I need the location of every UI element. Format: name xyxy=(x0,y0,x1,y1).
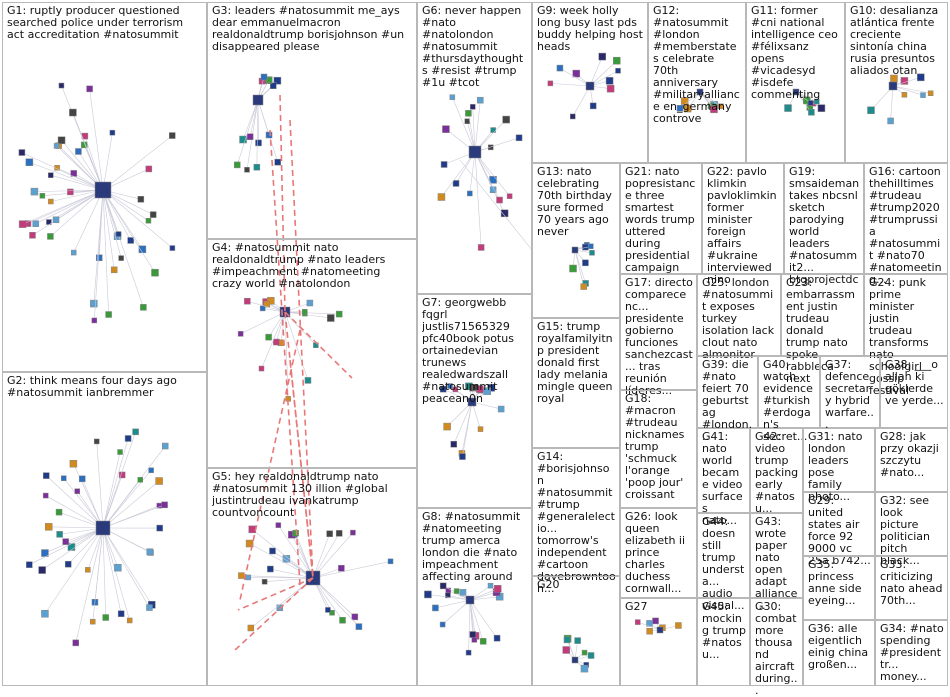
group-g16[interactable]: G16: cartoon thehilltimes #trudeau #trum… xyxy=(864,163,948,274)
group-g42-label: G42: video trump packing early #natosu..… xyxy=(755,431,799,515)
group-g9[interactable]: G9: week holly long busy last pds buddy … xyxy=(532,2,648,163)
group-g27[interactable]: G27 xyxy=(620,598,697,686)
group-g8-label: G8: #natosummit #natomeeting trump amerc… xyxy=(422,511,528,583)
group-g44[interactable]: G44: doesn still trump understa... audio… xyxy=(697,513,750,598)
group-g38[interactable]: G38: ___o allah ki göklerde ve yerde... xyxy=(880,356,948,428)
group-g7[interactable]: G7: georgwebb fqgrl justlis71565329 pfc4… xyxy=(417,294,532,508)
group-g45[interactable]: G45: mocking trump #natosu... xyxy=(697,598,750,686)
group-g15-label: G15: trump royalfamilyitnp president don… xyxy=(537,321,616,405)
group-g34[interactable]: G34: #nato spending #presidenttr... mone… xyxy=(875,620,948,686)
group-g35-label: G35: princess anne side eyeing... xyxy=(808,559,871,607)
group-g41[interactable]: G41: nato world became video surfaces na… xyxy=(697,428,750,513)
group-g31-label: G31: nato london leaders pose family pho… xyxy=(808,431,871,503)
group-g28-label: G28: jak przy okazji szczytu #nato... xyxy=(880,431,944,479)
group-g1[interactable]: G1: ruptly producer questioned searched … xyxy=(2,2,207,372)
group-g18[interactable]: G18: #macron #trudeau nicknames trump 's… xyxy=(620,390,697,508)
group-g16-label: G16: cartoon thehilltimes #trudeau #trum… xyxy=(869,166,944,286)
group-g36[interactable]: G36: alle eigentlich einig china großen.… xyxy=(803,620,875,686)
group-g17-label: G17: directo comparecenc... presidente g… xyxy=(625,277,693,397)
group-g19-label: G19: smsaideman takes nbcsnl sketch paro… xyxy=(789,166,860,286)
group-g9-label: G9: week holly long busy last pds buddy … xyxy=(537,5,644,53)
group-g25[interactable]: G25: london #natosummit exposes turkey i… xyxy=(697,274,781,356)
group-g11[interactable]: G11: former #cni national intelligence c… xyxy=(746,2,845,163)
group-g22[interactable]: G22: pavlo klimkin pavloklimkin former m… xyxy=(702,163,784,274)
group-g12-label: G12: #natosummit #london #memberstates c… xyxy=(653,5,742,125)
group-g33-label: G33: criticizing nato ahead 70th... xyxy=(880,559,944,607)
group-g5-label: G5: hey realdonaldtrump nato #natosummit… xyxy=(212,471,413,519)
group-g33[interactable]: G33: criticizing nato ahead 70th... xyxy=(875,556,948,620)
group-g22-label: G22: pavlo klimkin pavloklimkin former m… xyxy=(707,166,780,286)
group-g43-label: G43: wrote paper nato open adapt allianc… xyxy=(755,516,799,612)
group-g38-label: G38: ___o allah ki göklerde ve yerde... xyxy=(885,359,944,407)
group-g24[interactable]: G24: punk prime minister justin trudeau … xyxy=(864,274,948,356)
group-g27-label: G27 xyxy=(625,601,693,613)
group-g8[interactable]: G8: #natosummit #natomeeting trump amerc… xyxy=(417,508,532,686)
group-g20[interactable]: G20 xyxy=(532,576,620,686)
group-g10-label: G10: desalianza atlántica frente crecien… xyxy=(850,5,944,77)
group-g2[interactable]: G2: think means four days ago #natosummi… xyxy=(2,372,207,686)
group-g45-label: G45: mocking trump #natosu... xyxy=(702,601,746,661)
group-g37[interactable]: G37: defence secretary hybrid warfare... xyxy=(820,356,880,428)
group-g17[interactable]: G17: directo comparecenc... presidente g… xyxy=(620,274,697,390)
group-g10[interactable]: G10: desalianza atlántica frente crecien… xyxy=(845,2,948,163)
group-g7-label: G7: georgwebb fqgrl justlis71565329 pfc4… xyxy=(422,297,528,405)
group-g30-label: G30: combat more thousand aircraft durin… xyxy=(755,601,799,697)
group-g43[interactable]: G43: wrote paper nato open adapt allianc… xyxy=(750,513,803,598)
group-g14-label: G14: #borisjohnson #natosummit #trump #g… xyxy=(537,451,616,595)
group-g13-label: G13: nato celebrating 70th birthday sure… xyxy=(537,166,616,238)
group-g36-label: G36: alle eigentlich einig china großen.… xyxy=(808,623,871,671)
group-g3[interactable]: G3: leaders #natosummit me_ays dear emma… xyxy=(207,2,417,239)
group-g4-label: G4: #natosummit nato realdonaldtrump #na… xyxy=(212,242,413,290)
group-g28[interactable]: G28: jak przy okazji szczytu #nato... xyxy=(875,428,948,492)
group-g32[interactable]: G32: see look picture politician pitch b… xyxy=(875,492,948,556)
group-g37-label: G37: defence secretary hybrid warfare... xyxy=(825,359,876,431)
group-g2-label: G2: think means four days ago #natosummi… xyxy=(7,375,203,399)
group-g20-label: G20 xyxy=(537,579,616,591)
group-g5[interactable]: G5: hey realdonaldtrump nato #natosummit… xyxy=(207,468,417,686)
group-g6[interactable]: G6: never happen #nato #natolondon #nato… xyxy=(417,2,532,294)
group-g26-label: G26: look queen elizabeth ii prince char… xyxy=(625,511,693,595)
group-g4[interactable]: G4: #natosummit nato realdonaldtrump #na… xyxy=(207,239,417,468)
group-g3-label: G3: leaders #natosummit me_ays dear emma… xyxy=(212,5,413,53)
group-g42[interactable]: G42: video trump packing early #natosu..… xyxy=(750,428,803,513)
group-g26[interactable]: G26: look queen elizabeth ii prince char… xyxy=(620,508,697,598)
group-g23[interactable]: G23: embarrassment justin trudeau donald… xyxy=(781,274,864,356)
group-g15[interactable]: G15: trump royalfamilyitnp president don… xyxy=(532,318,620,448)
group-g25-label: G25: london #natosummit exposes turkey i… xyxy=(702,277,777,361)
group-g39[interactable]: G39: die #nato feiert 70 geburtstag #lon… xyxy=(697,356,758,428)
group-g12[interactable]: G12: #natosummit #london #memberstates c… xyxy=(648,2,746,163)
group-g19[interactable]: G19: smsaideman takes nbcsnl sketch paro… xyxy=(784,163,864,274)
group-g34-label: G34: #nato spending #presidenttr... mone… xyxy=(880,623,944,683)
group-g21-label: G21: nato popresistance three smartest w… xyxy=(625,166,698,274)
group-g13[interactable]: G13: nato celebrating 70th birthday sure… xyxy=(532,163,620,318)
group-g1-label: G1: ruptly producer questioned searched … xyxy=(7,5,203,41)
group-g14[interactable]: G14: #borisjohnson #natosummit #trump #g… xyxy=(532,448,620,576)
group-g18-label: G18: #macron #trudeau nicknames trump 's… xyxy=(625,393,693,501)
group-g40[interactable]: G40: watch evidence #turkish #erdogan's … xyxy=(758,356,820,428)
group-g35[interactable]: G35: princess anne side eyeing... xyxy=(803,556,875,620)
group-g21[interactable]: G21: nato popresistance three smartest w… xyxy=(620,163,702,274)
group-g11-label: G11: former #cni national intelligence c… xyxy=(751,5,841,101)
group-g6-label: G6: never happen #nato #natolondon #nato… xyxy=(422,5,528,89)
